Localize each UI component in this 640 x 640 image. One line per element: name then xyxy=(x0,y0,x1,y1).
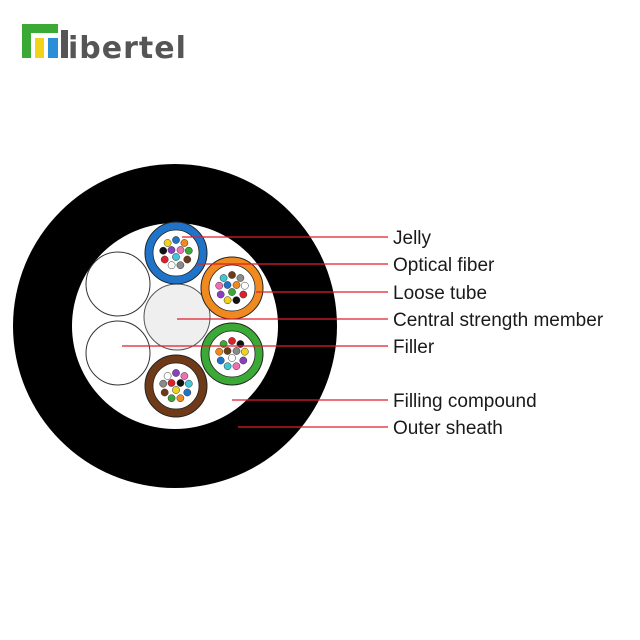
filler xyxy=(85,320,151,386)
optical-fiber xyxy=(159,246,168,255)
optical-fiber xyxy=(176,379,185,387)
optical-fiber xyxy=(163,239,172,247)
optical-fiber xyxy=(180,372,189,380)
optical-fiber xyxy=(159,379,168,388)
optical-fiber xyxy=(167,379,176,387)
optical-fiber xyxy=(167,246,176,254)
optical-fiber xyxy=(232,347,241,355)
label-central-strength-member: Central strength member xyxy=(393,310,604,331)
label-filling-compound: Filling compound xyxy=(393,391,537,412)
optical-fiber xyxy=(223,362,232,371)
central-strength-member xyxy=(143,283,211,351)
optical-fiber xyxy=(232,296,241,305)
optical-fiber xyxy=(223,347,232,355)
brand-logo-mark xyxy=(22,24,68,58)
filler xyxy=(85,251,151,317)
optical-fiber xyxy=(167,394,176,403)
optical-fiber xyxy=(180,239,189,247)
label-outer-sheath: Outer sheath xyxy=(393,418,503,439)
optical-fiber xyxy=(232,281,241,289)
optical-fiber xyxy=(176,394,185,403)
cable xyxy=(13,164,337,488)
optical-fiber xyxy=(236,274,245,282)
loose-tube-orange xyxy=(200,256,264,320)
loose-tube-blue xyxy=(144,221,208,285)
optical-fiber xyxy=(223,296,232,305)
optical-fiber xyxy=(216,290,225,299)
optical-fiber xyxy=(240,347,249,356)
optical-fiber xyxy=(228,271,236,279)
optical-fiber xyxy=(219,274,228,282)
optical-fiber xyxy=(228,288,236,296)
optical-fiber xyxy=(184,246,193,255)
optical-fiber xyxy=(160,388,169,397)
optical-fiber xyxy=(216,356,225,365)
optical-fiber xyxy=(215,281,224,290)
optical-fiber xyxy=(215,347,224,356)
label-loose-tube: Loose tube xyxy=(393,283,487,304)
optical-fiber xyxy=(240,281,249,290)
loose-tube-green xyxy=(200,322,264,386)
label-filler: Filler xyxy=(393,337,435,358)
optical-fiber xyxy=(160,255,169,264)
optical-fiber xyxy=(176,246,185,254)
optical-fiber xyxy=(172,369,180,377)
optical-fiber xyxy=(172,386,180,394)
leader-lines xyxy=(122,236,388,428)
label-optical-fiber: Optical fiber xyxy=(393,255,495,276)
optical-fiber xyxy=(172,236,180,244)
optical-fiber xyxy=(239,290,248,299)
optical-fiber xyxy=(183,388,192,397)
optical-fiber xyxy=(176,261,185,270)
optical-fiber xyxy=(223,281,232,289)
brand-name: ibertel xyxy=(68,31,187,66)
optical-fiber xyxy=(163,372,172,380)
optical-fiber xyxy=(232,362,241,371)
optical-fiber xyxy=(239,356,248,365)
optical-fiber xyxy=(167,261,176,270)
loose-tube-brown xyxy=(144,354,208,418)
optical-fiber xyxy=(183,255,192,264)
optical-fiber xyxy=(228,337,236,345)
diagram-labels: Jelly Optical fiber Loose tube Central s… xyxy=(393,228,604,439)
brand-logo: ibertel xyxy=(22,24,187,66)
optical-fiber xyxy=(172,253,180,261)
optical-fiber xyxy=(228,354,236,362)
optical-fiber xyxy=(184,379,193,388)
label-jelly: Jelly xyxy=(393,228,432,249)
